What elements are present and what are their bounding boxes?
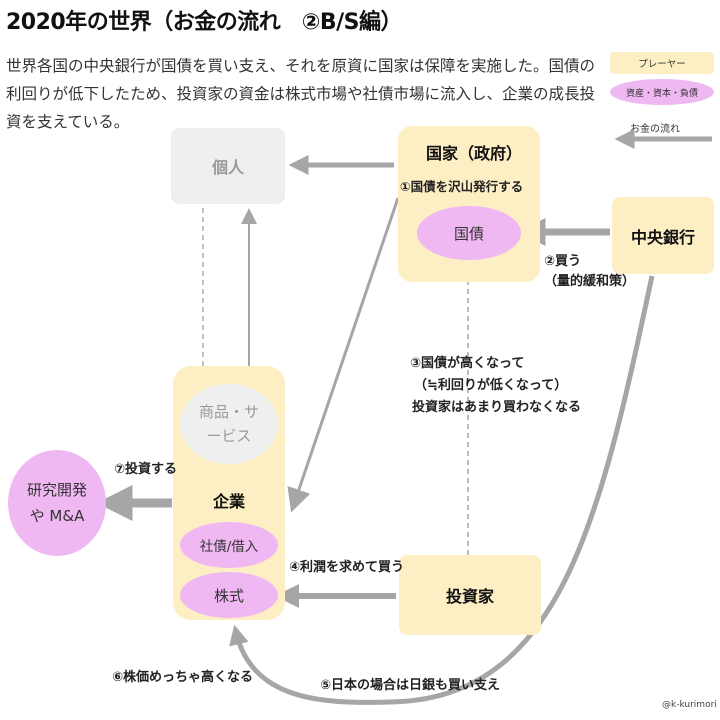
bonds-loans-label: 社債/借入 — [199, 539, 259, 555]
jgb-oval: 国債 — [417, 206, 521, 260]
rnd-label: 研究開発や M&A — [26, 481, 87, 525]
step5-label: ⑤日本の場合は日銀も買い支え — [320, 678, 501, 693]
step6-label: ⑥株価めっちゃ高くなる — [112, 670, 254, 685]
stocks-oval: 株式 — [180, 572, 278, 618]
individual-box: 個人 — [171, 128, 285, 204]
legend-flow-label: お金の流れ — [630, 124, 680, 135]
arrow-gov-to-company — [287, 197, 400, 513]
step2-label: ②買う — [544, 254, 582, 269]
legend-player: プレーヤー — [610, 52, 714, 74]
bonds-loans-oval: 社債/借入 — [180, 522, 278, 568]
step7-label: ⑦投資する — [114, 462, 178, 477]
central-bank-box: 中央銀行 — [612, 197, 714, 274]
investor-box: 投資家 — [399, 555, 541, 635]
legend-asset: 資産・資本・負債 — [610, 79, 714, 105]
step3-label-1: ③国債が高くなって — [410, 356, 525, 371]
company-label: 企業 — [213, 492, 246, 511]
arrow-cb-to-stocks — [229, 275, 655, 705]
page-title: 2020年の世界（お金の流れ ②B/S編） — [6, 10, 403, 35]
step2-sub-label: （量的緩和策） — [544, 274, 636, 289]
central-bank-label: 中央銀行 — [630, 227, 695, 247]
step4-label: ④利潤を求めて買う — [289, 560, 405, 575]
investor-label: 投資家 — [445, 587, 494, 606]
step3-label-3: 投資家はあまり買わなくなる — [412, 400, 582, 415]
individual-label: 個人 — [211, 158, 244, 177]
step1-label: ①国債を沢山発行する — [400, 179, 524, 194]
stocks-label: 株式 — [213, 586, 244, 605]
credit-text: @k-kurimori — [662, 700, 717, 710]
step3-label-2: （≒利回りが低くなって） — [414, 378, 568, 393]
goods-services-label: 商品・サービス — [198, 403, 259, 445]
description-text: 世界各国の中央銀行が国債を買い支え、それを原資に国家は保障を実施した。国債の利回… — [6, 57, 596, 131]
government-label: 国家（政府） — [426, 144, 523, 163]
jgb-label: 国債 — [453, 224, 484, 243]
rnd-oval: 研究開発や M&A — [8, 450, 106, 556]
goods-services-oval: 商品・サービス — [180, 384, 278, 464]
